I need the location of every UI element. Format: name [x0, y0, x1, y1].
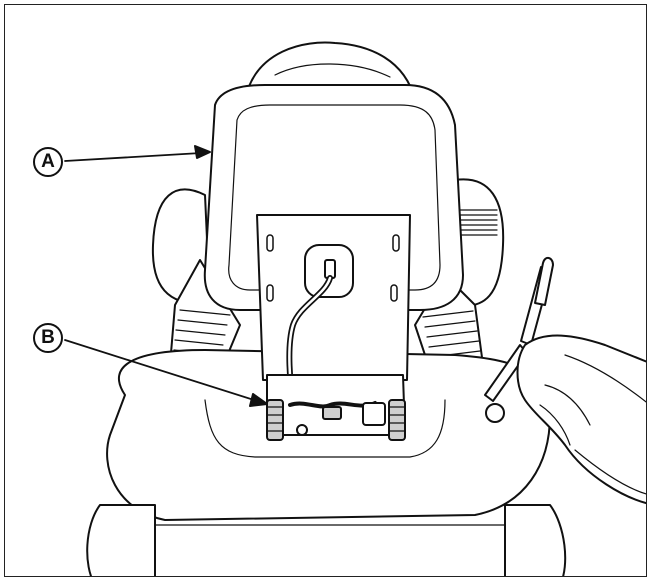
plate-slots: [266, 234, 400, 302]
callout-b-leader: [64, 339, 268, 407]
rear-right-wheel: [504, 504, 567, 576]
seat-switch-wiring: [288, 401, 377, 409]
callout-a-leader: [64, 145, 211, 162]
callout-a: A: [33, 147, 63, 177]
callout-a-label: A: [41, 151, 55, 172]
callout-b: B: [33, 323, 63, 353]
right-fender-grille: [459, 209, 498, 236]
left-spring: [266, 399, 284, 441]
seat-switch: [362, 402, 386, 426]
operator-hand: [516, 334, 646, 505]
rear-left-wheel: [86, 504, 156, 576]
lift-lever-grip: [534, 257, 554, 306]
right-spring: [388, 399, 406, 441]
mower-seat-illustration: [64, 41, 646, 576]
figure-frame: A B: [4, 4, 647, 577]
callout-b-label: B: [41, 327, 55, 348]
